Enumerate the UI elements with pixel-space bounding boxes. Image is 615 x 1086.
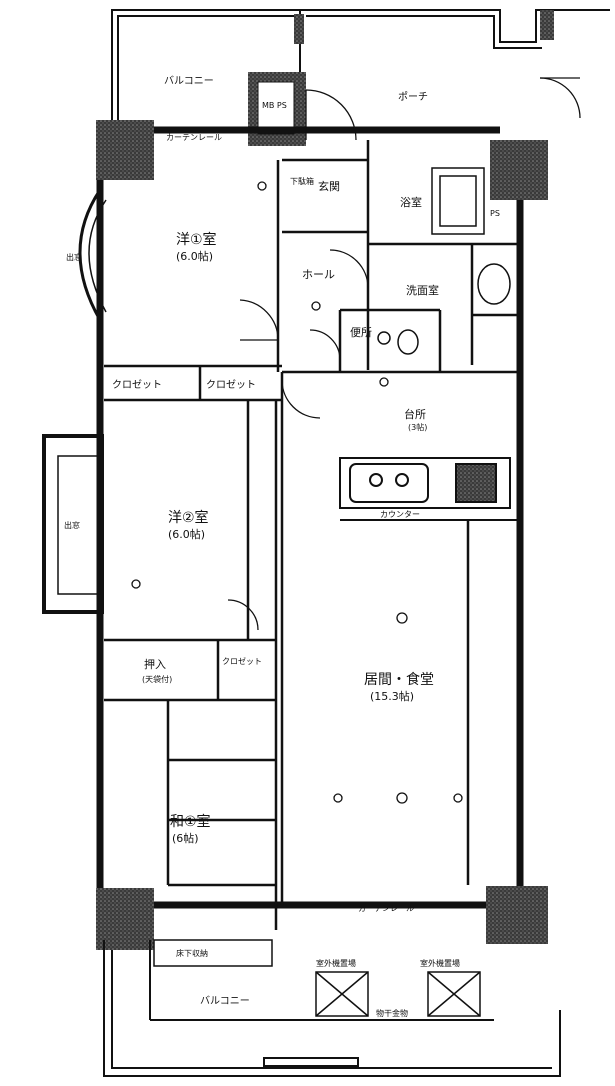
bay-label-mid: 出窓 [64, 520, 80, 530]
kitchen-counter [339, 457, 520, 521]
outdoor1-label: 室外機置場 [316, 958, 356, 968]
closet-right-label: クロゼット [206, 379, 256, 391]
western1-name: 洋①室 [176, 231, 217, 248]
outdoor-units [315, 971, 481, 1017]
western2-size: (6.0帖) [168, 528, 205, 541]
interior-walls [104, 140, 520, 930]
column-se [486, 886, 548, 944]
balcony-outline-bottom [103, 940, 561, 1077]
outdoor2-label: 室外機置場 [420, 958, 460, 968]
lantern-label: 床下収納 [176, 948, 208, 958]
western2-name: 洋②室 [168, 509, 209, 526]
mono-label: 物干金物 [376, 1008, 408, 1018]
column-top-mid [294, 14, 304, 44]
balcony-bottom-label: バルコニー [200, 995, 250, 1007]
oshiire-sub: (天袋付) [142, 674, 172, 684]
curtain-label-top: カーテンレール [166, 133, 222, 142]
door-swings [227, 77, 581, 631]
column-ne [490, 140, 548, 200]
bay-window-top [78, 189, 102, 321]
balcony-top-label: バルコニー [164, 75, 214, 87]
porch-label: ポーチ [398, 91, 428, 103]
ldk-size: (15.3帖) [370, 690, 414, 703]
japanese-size: (6帖) [172, 832, 199, 845]
light-fixtures [131, 181, 463, 804]
closet-small-label: クロゼット [222, 656, 262, 666]
column-sw [96, 888, 154, 950]
kutsu-label: 下駄箱 [290, 176, 314, 186]
closet-left-label: クロゼット [112, 379, 162, 391]
hall-label: ホール [302, 268, 335, 281]
bath-fixtures [377, 167, 511, 355]
column-nw [96, 120, 154, 180]
exterior-walls [96, 120, 524, 909]
mb-ps-label: MB PS [262, 101, 287, 110]
western1-size: (6.0帖) [176, 250, 213, 263]
counter-label: カウンター [380, 510, 420, 519]
ps-label: PS [490, 209, 500, 218]
toilet-label: 便所 [350, 326, 372, 339]
bathroom-label: 浴室 [400, 195, 422, 209]
oshiire-label: 押入 [144, 657, 166, 671]
balcony-outline-top [111, 9, 610, 120]
bay-label-top: 出窓 [66, 252, 82, 262]
kitchen-size: (3帖) [408, 422, 427, 432]
japanese-name: 和①室 [170, 813, 211, 830]
bay-window-mid [42, 434, 104, 614]
washroom-label: 洗面室 [406, 283, 439, 297]
ldk-name: 居間・食堂 [364, 671, 434, 688]
curtain-label-bottom: カーテンレール [358, 904, 414, 913]
kitchen-name: 台所 [404, 407, 426, 421]
entrance-label: 玄関 [318, 179, 340, 193]
column-top-right [540, 10, 554, 40]
